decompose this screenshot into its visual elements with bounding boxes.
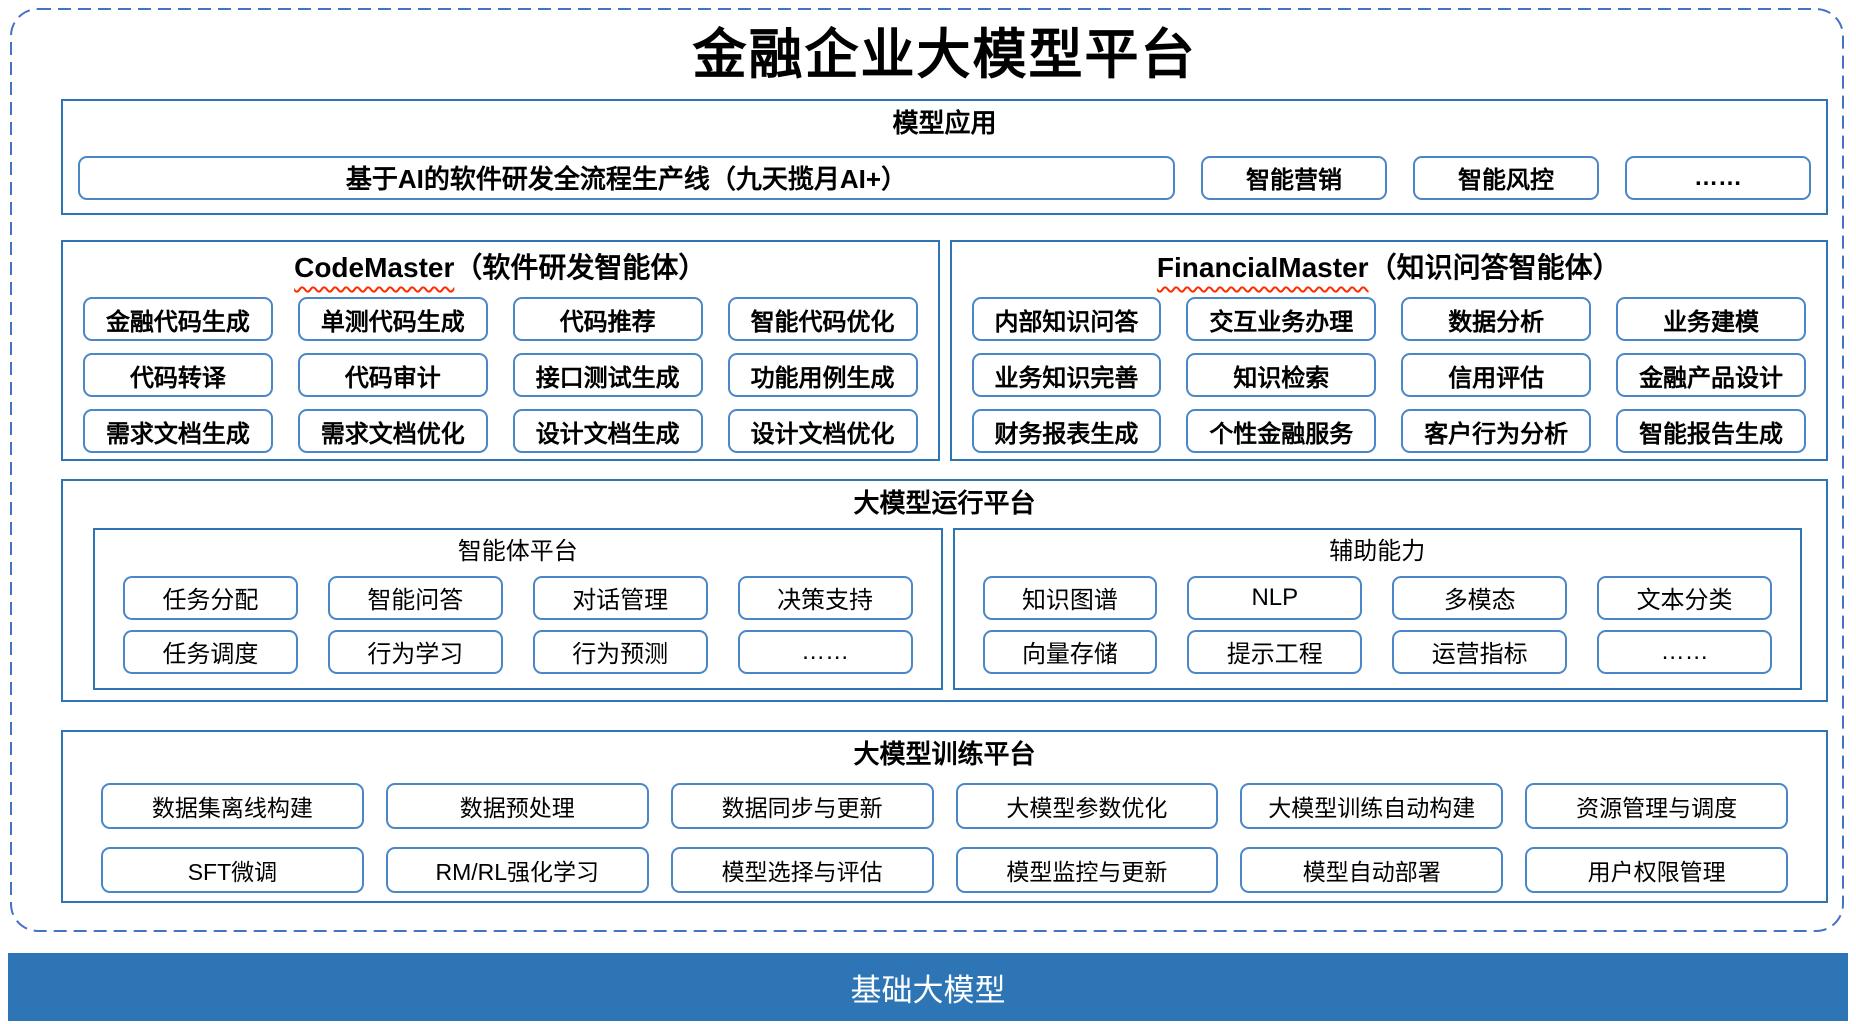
- agent-platform-item: 决策支持: [737, 575, 913, 620]
- agent-platform-item: ……: [737, 629, 913, 674]
- training-item: 资源管理与调度: [1525, 782, 1788, 829]
- codemaster-item: 设计文档生成: [512, 409, 703, 454]
- financialmaster-item: 业务建模: [1616, 297, 1806, 342]
- model-application-items-row: 基于AI的软件研发全流程生产线（九天揽月AI+） 智能营销智能风控 ……: [63, 155, 1826, 200]
- training-items-grid: 数据集离线构建数据预处理数据同步与更新大模型参数优化大模型训练自动构建资源管理与…: [63, 782, 1826, 893]
- auxiliary-capability-item: NLP: [1187, 575, 1363, 620]
- runtime-platform-title: 大模型运行平台: [853, 488, 1036, 519]
- codemaster-item: 代码转译: [83, 353, 273, 398]
- section-runtime-platform: 大模型运行平台 智能体平台 任务分配智能问答对话管理决策支持任务调度行为学习行为…: [61, 479, 1828, 703]
- agent-platform-item: 任务调度: [123, 629, 298, 674]
- financialmaster-item: 个性金融服务: [1186, 409, 1377, 454]
- training-item: 大模型参数优化: [955, 782, 1219, 829]
- financialmaster-item: 客户行为分析: [1401, 409, 1592, 454]
- training-item: 模型自动部署: [1240, 846, 1504, 893]
- agent-platform-items-grid: 任务分配智能问答对话管理决策支持任务调度行为学习行为预测 ……: [95, 575, 941, 674]
- training-item: 数据预处理: [385, 782, 649, 829]
- training-item: 数据同步与更新: [670, 782, 934, 829]
- agents-row: CodeMaster（软件研发智能体） 金融代码生成单测代码生成代码推荐智能代码…: [61, 240, 1828, 462]
- app-item: 智能营销: [1201, 155, 1387, 200]
- financialmaster-item: 交互业务办理: [1186, 297, 1377, 342]
- section-training-platform: 大模型训练平台 数据集离线构建数据预处理数据同步与更新大模型参数优化大模型训练自…: [61, 730, 1828, 904]
- base-model-bar: 基础大模型: [8, 953, 1848, 1021]
- training-item: RM/RL强化学习: [385, 846, 649, 893]
- subsection-agent-platform: 智能体平台 任务分配智能问答对话管理决策支持任务调度行为学习行为预测 ……: [93, 527, 943, 690]
- financialmaster-item: 知识检索: [1186, 353, 1377, 398]
- auxiliary-capability-item: 提示工程: [1187, 629, 1363, 674]
- agent-platform-item: 行为学习: [327, 629, 503, 674]
- runtime-subsections-row: 智能体平台 任务分配智能问答对话管理决策支持任务调度行为学习行为预测 …… 辅助能…: [63, 527, 1826, 690]
- financialmaster-item: 信用评估: [1401, 353, 1592, 398]
- financialmaster-title: FinancialMaster（知识问答智能体）: [952, 242, 1827, 285]
- agent-platform-item: 任务分配: [123, 575, 298, 620]
- codemaster-item: 单测代码生成: [297, 297, 488, 342]
- agent-platform-item: 对话管理: [532, 575, 708, 620]
- app-item: 智能风控: [1413, 155, 1599, 200]
- app-item-list: 智能营销智能风控 ……: [1201, 155, 1811, 200]
- financialmaster-item: 财务报表生成: [971, 409, 1162, 454]
- auxiliary-capability-item: 文本分类: [1597, 575, 1772, 620]
- codemaster-item: 需求文档优化: [297, 409, 488, 454]
- training-item: 模型选择与评估: [670, 846, 934, 893]
- agent-platform-title: 智能体平台: [457, 537, 578, 565]
- agent-platform-item: 智能问答: [327, 575, 503, 620]
- codemaster-title: CodeMaster（软件研发智能体）: [63, 242, 938, 285]
- subsection-auxiliary-capability: 辅助能力 知识图谱 NLP 多模态文本分类向量存储提示工程运营指标 ……: [952, 527, 1802, 690]
- codemaster-title-en: CodeMaster: [294, 252, 455, 284]
- financialmaster-item: 数据分析: [1401, 297, 1592, 342]
- base-model-label: 基础大模型: [850, 972, 1006, 1008]
- codemaster-item: 功能用例生成: [727, 353, 918, 398]
- training-item: 用户权限管理: [1525, 846, 1788, 893]
- training-item: 数据集离线构建: [101, 782, 364, 829]
- auxiliary-capability-item: 知识图谱: [982, 575, 1158, 620]
- training-platform-title: 大模型训练平台: [853, 739, 1036, 770]
- auxiliary-capability-item: 运营指标: [1392, 629, 1568, 674]
- codemaster-item: 设计文档优化: [727, 409, 918, 454]
- auxiliary-capability-item: 向量存储: [982, 629, 1158, 674]
- auxiliary-capability-item: ……: [1597, 629, 1772, 674]
- financialmaster-title-en: FinancialMaster: [1156, 252, 1369, 284]
- auxiliary-capability-items-grid: 知识图谱 NLP 多模态文本分类向量存储提示工程运营指标 ……: [955, 575, 1801, 674]
- app-item-main: 基于AI的软件研发全流程生产线（九天揽月AI+）: [78, 155, 1175, 200]
- training-item: 模型监控与更新: [955, 846, 1219, 893]
- codemaster-item: 代码审计: [297, 353, 488, 398]
- codemaster-item: 接口测试生成: [512, 353, 703, 398]
- codemaster-items-grid: 金融代码生成单测代码生成代码推荐智能代码优化代码转译代码审计接口测试生成功能用例…: [63, 297, 938, 454]
- section-financialmaster: FinancialMaster（知识问答智能体） 内部知识问答交互业务办理数据分…: [949, 240, 1828, 462]
- section-model-application: 模型应用 基于AI的软件研发全流程生产线（九天揽月AI+） 智能营销智能风控 ……: [61, 99, 1828, 216]
- agent-platform-item: 行为预测: [532, 629, 708, 674]
- model-application-title: 模型应用: [892, 108, 997, 139]
- financialmaster-item: 业务知识完善: [971, 353, 1162, 398]
- auxiliary-capability-item: 多模态: [1392, 575, 1568, 620]
- training-item: SFT微调: [101, 846, 364, 893]
- page-title: 金融企业大模型平台: [692, 22, 1197, 86]
- financialmaster-title-zh: （知识问答智能体）: [1368, 252, 1621, 284]
- codemaster-item: 代码推荐: [512, 297, 703, 342]
- codemaster-title-zh: （软件研发智能体）: [454, 252, 707, 284]
- training-item: 大模型训练自动构建: [1240, 782, 1504, 829]
- auxiliary-capability-title: 辅助能力: [1329, 537, 1426, 565]
- financialmaster-item: 智能报告生成: [1616, 409, 1806, 454]
- platform-outer-frame: 金融企业大模型平台 模型应用 基于AI的软件研发全流程生产线（九天揽月AI+） …: [10, 8, 1844, 932]
- codemaster-item: 智能代码优化: [727, 297, 918, 342]
- app-item: ……: [1625, 155, 1811, 200]
- financialmaster-item: 内部知识问答: [971, 297, 1162, 342]
- codemaster-item: 需求文档生成: [83, 409, 273, 454]
- financialmaster-items-grid: 内部知识问答交互业务办理数据分析业务建模业务知识完善知识检索信用评估金融产品设计…: [952, 297, 1827, 454]
- codemaster-item: 金融代码生成: [83, 297, 273, 342]
- section-codemaster: CodeMaster（软件研发智能体） 金融代码生成单测代码生成代码推荐智能代码…: [61, 240, 940, 462]
- financialmaster-item: 金融产品设计: [1616, 353, 1806, 398]
